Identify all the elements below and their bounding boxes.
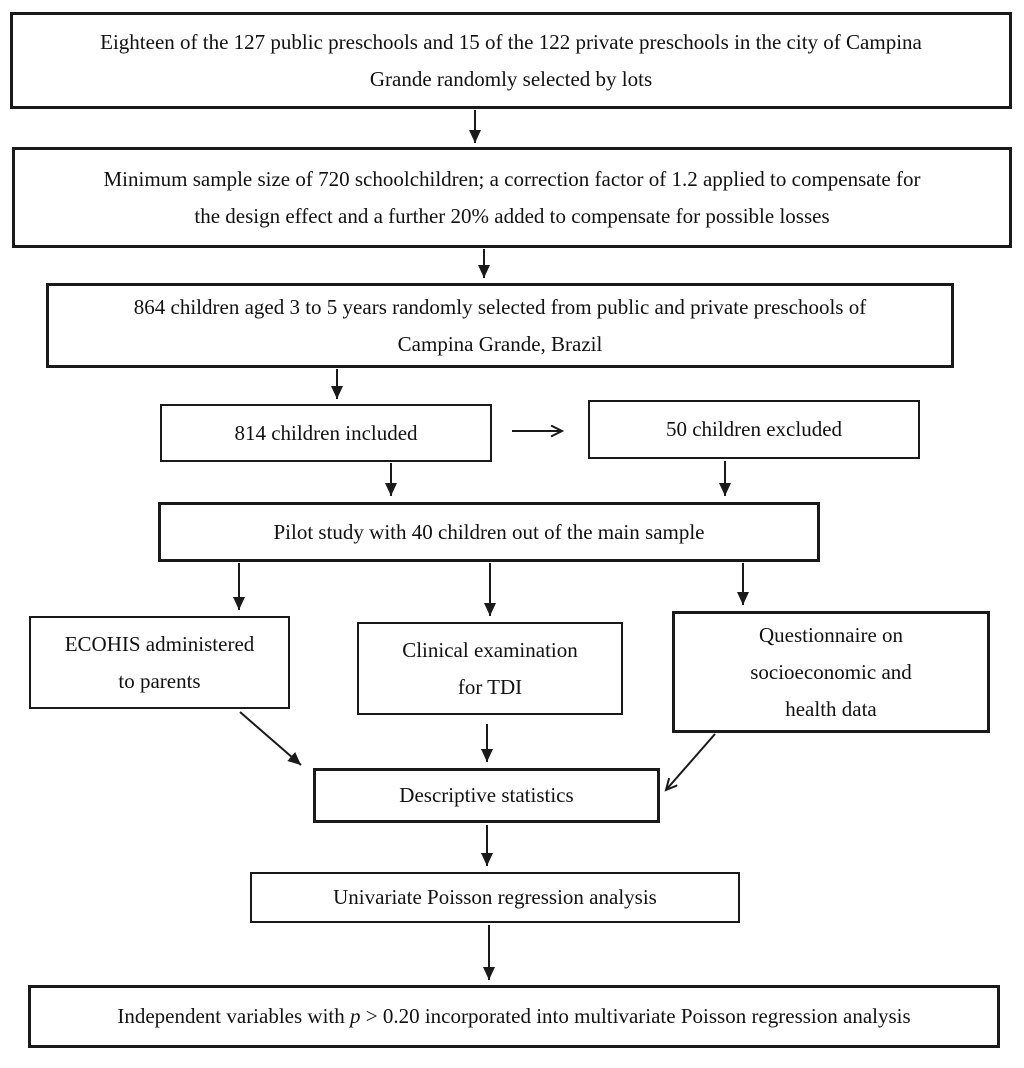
node-sample-size: Minimum sample size of 720 schoolchildre… — [12, 147, 1012, 248]
node-included-label: 814 children included — [234, 420, 418, 445]
node-sample-size-line-1: Minimum sample size of 720 schoolchildre… — [103, 166, 921, 191]
node-ecohis-line-2: to parents — [118, 668, 201, 693]
arrow-ecohis-to-descriptive — [239, 711, 302, 766]
multivariate-p-symbol: p — [350, 1004, 361, 1028]
node-clinical-examination-line-1: Clinical examination — [402, 637, 578, 662]
node-recruitment-line-1: Eighteen of the 127 public preschools an… — [100, 29, 922, 54]
node-recruitment: Eighteen of the 127 public preschools an… — [10, 12, 1012, 109]
node-pilot-study-label: Pilot study with 40 children out of the … — [273, 519, 705, 544]
node-univariate-regression: Univariate Poisson regression analysis — [250, 872, 740, 923]
node-clinical-examination-line-2: for TDI — [457, 674, 523, 699]
node-questionnaire-line-2: socioeconomic and — [750, 659, 912, 684]
node-descriptive-statistics: Descriptive statistics — [313, 768, 660, 823]
node-questionnaire-line-3: health data — [785, 696, 877, 721]
node-selection-line-2: Campina Grande, Brazil — [397, 331, 603, 356]
node-questionnaire-line-1: Questionnaire on — [758, 622, 904, 647]
node-clinical-examination: Clinical examination for TDI — [357, 622, 623, 715]
node-multivariate-regression: Independent variables with p > 0.20 inco… — [28, 985, 1000, 1048]
node-univariate-regression-label: Univariate Poisson regression analysis — [333, 885, 657, 909]
multivariate-text-prefix: Independent variables with — [117, 1004, 350, 1028]
node-selection-line-1: 864 children aged 3 to 5 years randomly … — [133, 294, 867, 319]
node-ecohis: ECOHIS administered to parents — [29, 616, 290, 709]
node-pilot-study: Pilot study with 40 children out of the … — [158, 502, 820, 562]
node-descriptive-statistics-label: Descriptive statistics — [399, 783, 574, 807]
node-excluded-label: 50 children excluded — [665, 417, 843, 441]
node-questionnaire: Questionnaire on socioeconomic and healt… — [672, 611, 990, 733]
node-ecohis-line-1: ECOHIS administered — [64, 631, 255, 656]
arrow-questionnaire-to-descriptive — [666, 733, 716, 790]
node-included: 814 children included — [160, 404, 492, 462]
multivariate-text-suffix: > 0.20 incorporated into multivariate Po… — [360, 1004, 911, 1028]
node-sample-size-line-2: the design effect and a further 20% adde… — [194, 203, 830, 228]
node-excluded: 50 children excluded — [588, 400, 920, 459]
node-recruitment-line-2: Grande randomly selected by lots — [369, 66, 653, 91]
node-multivariate-regression-label: Independent variables with p > 0.20 inco… — [117, 998, 910, 1035]
node-selection: 864 children aged 3 to 5 years randomly … — [46, 283, 954, 368]
